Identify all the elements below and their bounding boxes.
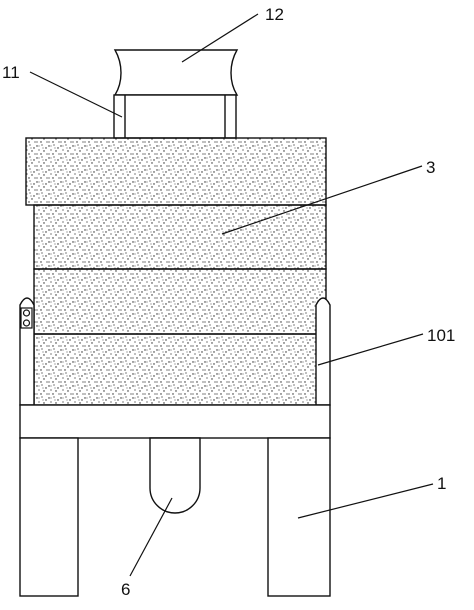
layer-3 [33, 268, 327, 335]
label-bottom-outlet: 6 [121, 580, 130, 599]
bottom-outlet [149, 437, 201, 514]
layer-4 [33, 333, 329, 406]
label-hopper: 12 [265, 5, 284, 24]
layer-2 [33, 204, 327, 270]
base-frame [19, 404, 331, 597]
leader-lines [29, 13, 434, 577]
layer-stack [25, 137, 329, 406]
label-base-frame: 1 [437, 474, 446, 493]
side-guide-right [315, 297, 331, 406]
neck [113, 94, 237, 139]
label-stacked-layers: 3 [426, 158, 435, 177]
hopper [113, 49, 239, 96]
layer-1 [25, 137, 327, 206]
fastener-icon [20, 307, 33, 329]
label-neck: 11 [2, 63, 20, 82]
label-side-guide: 101 [427, 326, 455, 345]
